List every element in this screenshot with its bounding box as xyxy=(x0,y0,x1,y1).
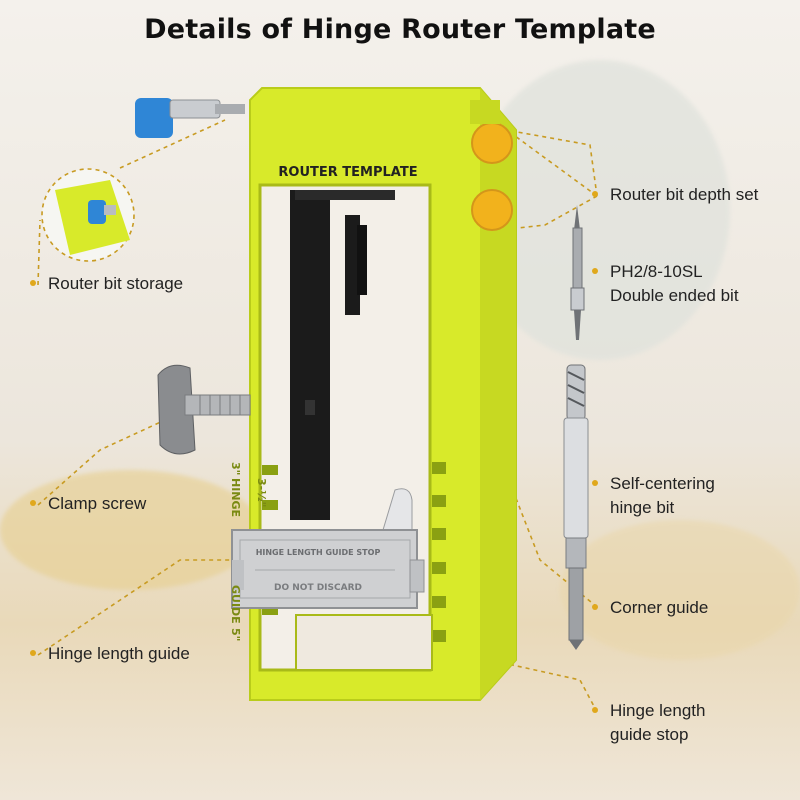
bullet-dot xyxy=(30,649,36,656)
scale-mark-3-5: 3-½" xyxy=(255,478,268,507)
bullet-dot xyxy=(592,267,598,274)
bullet-dot xyxy=(592,706,598,713)
router-bit-zoom-icon xyxy=(88,200,106,224)
router-bit-depth-set-knobs xyxy=(470,100,513,231)
scale-mark-guide: GUIDE xyxy=(229,585,242,624)
callout-text-line2: hinge bit xyxy=(610,498,675,517)
clamp-screw-icon xyxy=(157,364,251,455)
double-ended-bit-icon xyxy=(570,205,585,340)
callout-hinge-length-guide-stop: Hinge length guide stop xyxy=(592,699,705,747)
bullet-dot xyxy=(30,499,36,506)
callout-text-line2: Double ended bit xyxy=(610,286,739,305)
scale-mark-3: 3" xyxy=(229,462,242,475)
guide-stop-top-text: HINGE LENGTH GUIDE STOP xyxy=(256,548,381,557)
bullet-dot xyxy=(592,190,598,197)
callout-text-line1: Hinge length xyxy=(610,701,706,720)
router-bit-icon xyxy=(135,98,245,138)
callout-text: Clamp screw xyxy=(48,494,147,513)
callout-text-line1: Self-centering xyxy=(610,474,715,493)
callout-text-line2: guide stop xyxy=(610,725,689,744)
bullet-dot xyxy=(592,479,598,486)
callout-router-bit-depth-set: Router bit depth set xyxy=(592,183,758,207)
template-header-text: ROUTER TEMPLATE xyxy=(278,165,417,180)
callout-corner-guide: Corner guide xyxy=(592,596,708,620)
scale-mark-5: 5" xyxy=(229,628,242,641)
callout-double-ended-bit: PH2/8-10SL Double ended bit xyxy=(592,260,739,308)
bullet-dot xyxy=(30,279,36,286)
callout-text: Hinge length guide xyxy=(48,644,190,663)
page-title: Details of Hinge Router Template xyxy=(144,14,656,45)
callout-text: Corner guide xyxy=(610,598,709,617)
callout-text-line1: PH2/8-10SL xyxy=(610,262,703,281)
guide-stop-bottom-text: DO NOT DISCARD xyxy=(274,583,362,593)
router-bit-storage-zoom xyxy=(41,168,135,262)
self-centering-bit-icon xyxy=(563,364,589,650)
callout-hinge-length-guide: Hinge length guide xyxy=(30,642,190,666)
bullet-dot xyxy=(592,603,598,610)
callout-clamp-screw: Clamp screw xyxy=(30,492,146,516)
callout-router-bit-storage: Router bit storage xyxy=(30,272,183,296)
callout-text: Router bit depth set xyxy=(610,185,759,204)
background-wood xyxy=(0,470,260,590)
callout-self-centering-bit: Self-centering hinge bit xyxy=(592,472,715,520)
background-wood-right xyxy=(560,520,800,660)
hinge-length-guide-stop xyxy=(231,529,425,609)
callout-text: Router bit storage xyxy=(48,274,184,293)
scale-mark-hinge: HINGE xyxy=(229,478,242,517)
